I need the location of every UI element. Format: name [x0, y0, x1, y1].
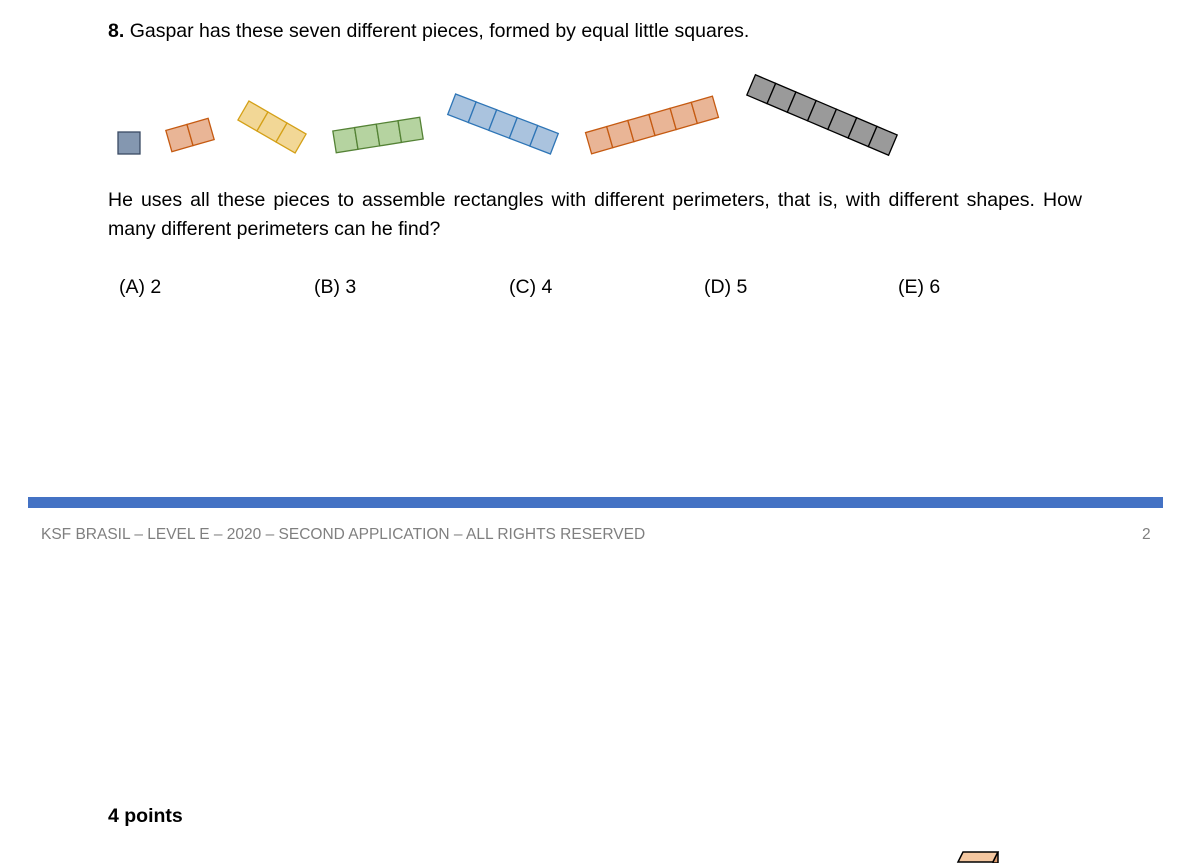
piece-square: [867, 125, 899, 157]
piece-square: [186, 117, 215, 147]
option-d[interactable]: (D) 5: [704, 276, 748, 298]
question-heading: 8. Gaspar has these seven different piec…: [108, 20, 749, 43]
piece-square: [690, 95, 720, 125]
footer-copyright: KSF BRASIL – LEVEL E – 2020 – SECOND APP…: [41, 526, 646, 543]
piece-square: [117, 131, 141, 155]
piece-square: [397, 116, 424, 144]
piece-7: [745, 73, 899, 157]
piece-square: [375, 119, 403, 147]
question-number: 8.: [108, 20, 125, 42]
option-e[interactable]: (E) 6: [898, 276, 941, 298]
piece-square: [332, 126, 359, 154]
piece-square: [275, 122, 307, 154]
piece-1: [117, 131, 141, 155]
piece-6: [584, 95, 720, 155]
piece-4: [332, 116, 424, 154]
option-b[interactable]: (B) 3: [314, 276, 357, 298]
page-number: 2: [1142, 526, 1151, 543]
footer-divider: [28, 497, 1163, 508]
section-heading: 4 points: [108, 805, 183, 827]
piece-5: [446, 93, 560, 155]
cube-illustration: [956, 851, 1000, 863]
option-c[interactable]: (C) 4: [509, 276, 553, 298]
piece-2: [165, 117, 215, 153]
question-text: Gaspar has these seven different pieces,…: [129, 20, 750, 42]
piece-3: [237, 100, 307, 154]
piece-square: [353, 123, 381, 151]
piece-square: [529, 124, 560, 155]
pieces-illustration: [117, 73, 899, 157]
option-a[interactable]: (A) 2: [119, 276, 162, 298]
question-body: He uses all these pieces to assemble rec…: [108, 189, 1082, 240]
